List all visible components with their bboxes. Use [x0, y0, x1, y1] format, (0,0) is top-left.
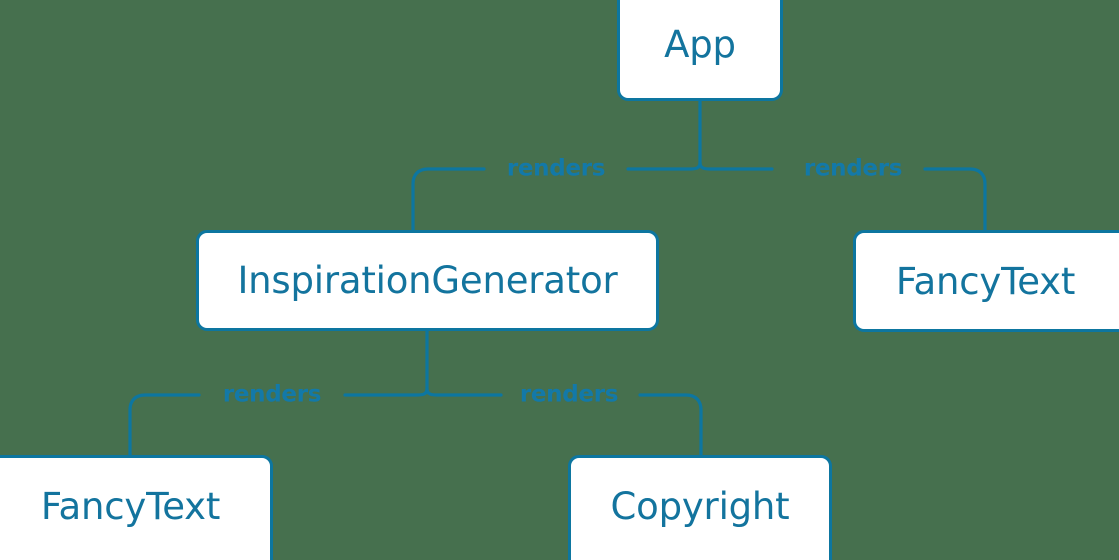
- node-fancytext-top[interactable]: FancyText: [853, 230, 1119, 332]
- edge-app-fork-right: [698, 161, 774, 171]
- node-copyright-label: Copyright: [610, 485, 790, 528]
- edge-inspiration-copyright-run: [638, 393, 703, 458]
- node-app-label: App: [664, 23, 736, 66]
- edge-label-app-inspiration: renders: [506, 155, 606, 182]
- edge-app-inspiration-run: [411, 167, 486, 232]
- edge-label-inspiration-fancytext: renders: [222, 381, 322, 408]
- node-copyright[interactable]: Copyright: [568, 455, 832, 560]
- edge-app-fancytext-run: [923, 167, 987, 232]
- edge-label-inspiration-copyright: renders: [519, 381, 619, 408]
- node-fancytext-bottom[interactable]: FancyText: [0, 455, 273, 560]
- edge-app-fork-left: [626, 161, 702, 171]
- edge-inspiration-fork-left: [343, 387, 429, 397]
- edge-inspiration-fancytext-run: [128, 393, 201, 458]
- node-app[interactable]: App: [617, 0, 783, 101]
- node-inspiration-generator-label: InspirationGenerator: [237, 259, 618, 302]
- edge-label-app-fancytext: renders: [803, 155, 903, 182]
- node-inspiration-generator[interactable]: InspirationGenerator: [196, 230, 659, 331]
- edge-inspiration-fork-right: [425, 387, 503, 397]
- node-fancytext-top-label: FancyText: [895, 259, 1076, 303]
- node-fancytext-bottom-label: FancyText: [40, 485, 221, 528]
